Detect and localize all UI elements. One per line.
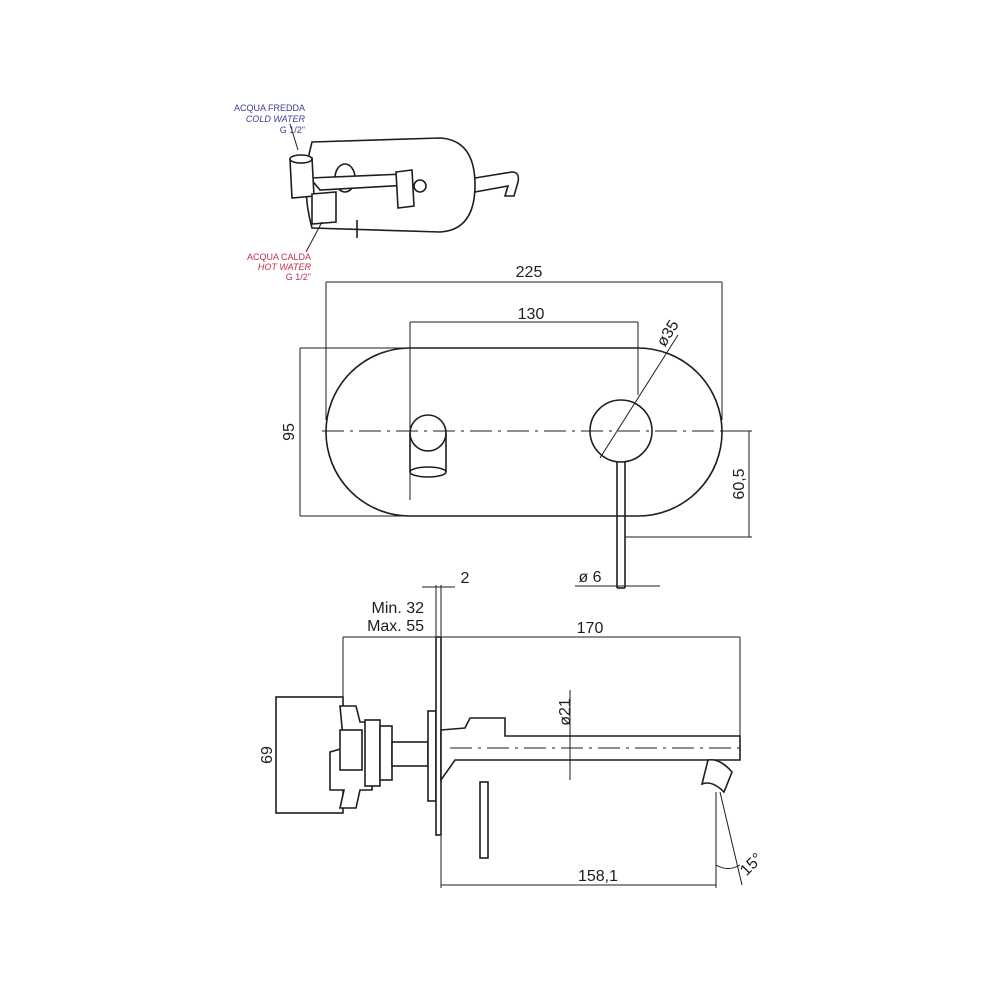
dim-max-depth: Max. 55 xyxy=(367,618,424,635)
dim-lever-length: 60,5 xyxy=(731,468,748,499)
front-view xyxy=(322,347,725,589)
dim-spout-reach: 170 xyxy=(577,620,604,637)
side-handle-hub xyxy=(339,729,363,771)
hot-label-en: HOT WATER xyxy=(258,262,312,272)
dim-angle-leg xyxy=(719,791,743,886)
cold-leader-line xyxy=(289,123,299,151)
side-lever xyxy=(479,781,489,859)
side-valve-ring xyxy=(379,725,393,781)
dim-center-distance: 130 xyxy=(518,306,545,323)
side-plate xyxy=(427,710,437,802)
iso-cold-inlet xyxy=(289,157,315,199)
front-dimensions: 225 130 ø35 95 60,5 ø 6 xyxy=(281,264,752,587)
front-mixer-knob xyxy=(589,399,653,463)
side-spout-tip xyxy=(700,758,733,794)
front-spout-outlet xyxy=(409,414,447,452)
side-valve-body xyxy=(364,719,381,787)
iso-cold-inlet-top xyxy=(289,154,313,164)
side-shaft xyxy=(391,741,429,767)
cold-label-it: ACQUA FREDDA xyxy=(234,103,305,113)
hot-label-it: ACQUA CALDA xyxy=(247,252,311,262)
side-view xyxy=(275,636,745,859)
hot-leader-line xyxy=(305,221,323,253)
dim-knob-diameter-line xyxy=(599,334,679,459)
iso-cross-handle xyxy=(395,169,415,209)
front-plate-outline xyxy=(325,347,723,517)
iso-knob xyxy=(413,179,427,193)
front-spout-mouth xyxy=(409,466,447,478)
side-dimensions: 2 Min. 32 Max. 55 170 ø21 69 158,1 15° xyxy=(259,570,766,888)
cold-label-en: COLD WATER xyxy=(246,114,306,124)
dim-angle-arc xyxy=(715,864,741,869)
dim-cover-thickness: 2 xyxy=(461,570,470,587)
dim-lever-diameter: ø 6 xyxy=(578,569,601,586)
iso-spout xyxy=(474,171,520,197)
dim-plate-height: 95 xyxy=(281,423,298,441)
side-spout xyxy=(440,717,741,783)
dim-spout-diameter: ø21 xyxy=(557,698,574,726)
dim-outlet-angle: 15° xyxy=(737,850,766,879)
iso-hot-inlet xyxy=(311,191,337,225)
dim-knob-diameter: ø35 xyxy=(654,317,683,349)
dim-box-height: 69 xyxy=(259,746,276,764)
cold-label-size: G 1/2" xyxy=(280,125,305,135)
dim-min-depth: Min. 32 xyxy=(372,600,425,617)
isometric-view: ACQUA FREDDA COLD WATER G 1/2" ACQUA CAL… xyxy=(234,103,520,282)
dim-outlet-reach: 158,1 xyxy=(578,868,618,885)
dim-width-overall: 225 xyxy=(516,264,543,281)
hot-label-size: G 1/2" xyxy=(286,272,311,282)
